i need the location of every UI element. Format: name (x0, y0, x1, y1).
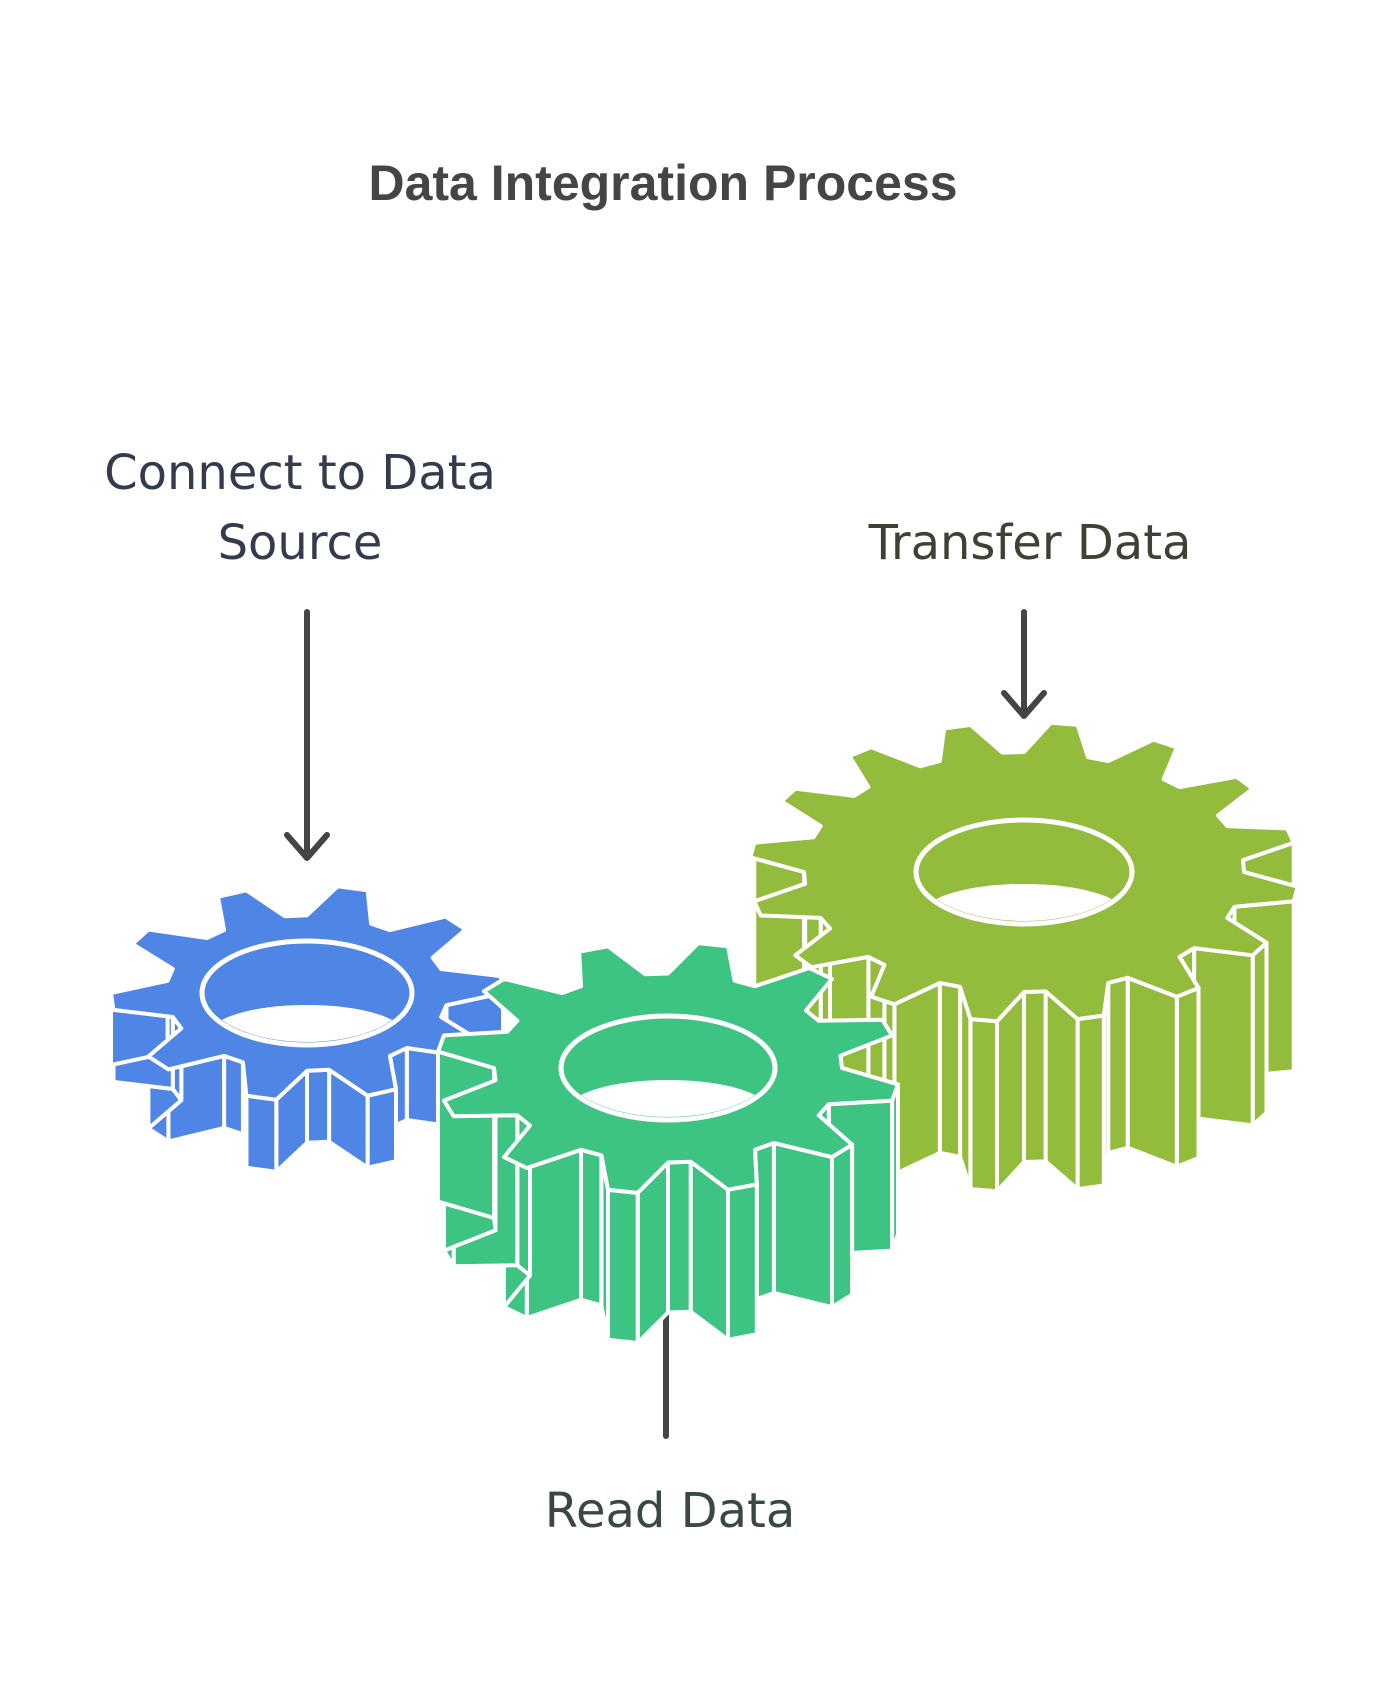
step-label-connect: Connect to Data Source (60, 438, 540, 578)
gear-side-face (1106, 975, 1130, 1155)
step-label-connect-line-2: Source (217, 515, 383, 571)
gear-side-face (1022, 989, 1048, 1164)
gear-side-face (579, 1147, 604, 1308)
gear-side-face (726, 1182, 759, 1342)
arrow-connect (284, 609, 330, 861)
gear-side-face (1075, 1013, 1106, 1192)
step-label-read-line-1: Read Data (544, 1483, 796, 1539)
arrow-connect-head (284, 832, 330, 861)
gear-icon-transfer (748, 720, 1300, 1194)
gear-side-face (1043, 989, 1080, 1192)
gear-side-face (1174, 986, 1201, 1169)
gear-side-face (244, 1093, 279, 1174)
gear-side-face (666, 1159, 693, 1315)
gear-side-face (688, 1159, 730, 1342)
page-title: Data Integration Process (368, 155, 958, 211)
gear-side-face (968, 1017, 999, 1194)
arrow-transfer-head (1001, 690, 1047, 719)
gear-hub-inner (569, 1079, 767, 1117)
gear-side-face (1125, 975, 1179, 1169)
gear-side-face (830, 1142, 855, 1310)
step-label-transfer-line-1: Transfer Data (868, 515, 1192, 571)
gear-side-face (937, 980, 963, 1159)
gear-side-face (892, 980, 942, 1177)
arrow-transfer (1001, 609, 1047, 719)
gear-side-face (436, 1049, 496, 1220)
gear-side-face (995, 990, 1026, 1194)
gear-side-face (606, 1187, 640, 1345)
gear-side-face (222, 1053, 245, 1137)
gear-side-face (305, 1067, 332, 1145)
gear-side-face (1192, 946, 1255, 1128)
gear-icon-read (436, 941, 900, 1345)
gear-hub-inner (210, 1004, 404, 1042)
gear-side-face (1250, 940, 1269, 1128)
gear-side-face (771, 1141, 834, 1310)
step-label-read: Read Data (480, 1476, 860, 1546)
gear-side-face (365, 1087, 398, 1170)
gear-side-face (524, 1147, 583, 1320)
step-label-connect-line-1: Connect to Data (104, 445, 496, 501)
gear-hub-inner (924, 883, 1124, 921)
step-label-transfer: Transfer Data (820, 508, 1240, 578)
